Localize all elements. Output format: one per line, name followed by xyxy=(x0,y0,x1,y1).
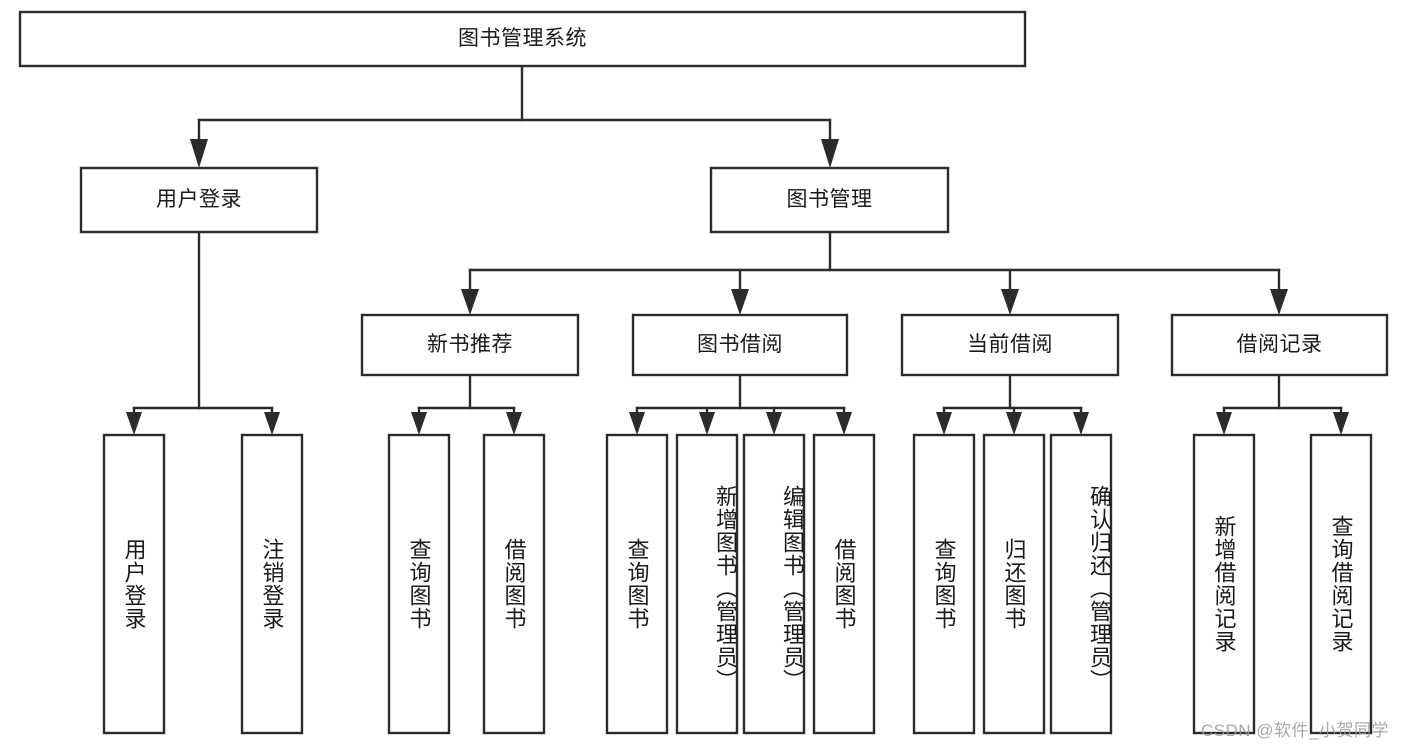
node-box-leaf-add-book[interactable] xyxy=(675,433,739,735)
csdn-watermark: CSDN @软件_小贺同学 xyxy=(1200,721,1389,740)
arrow-head-leaf-query-borrow-record xyxy=(1333,412,1349,435)
arrow-head-new-book-recommend xyxy=(461,289,479,315)
arrow-head-book-borrow xyxy=(731,289,749,315)
node-box-current-borrow[interactable] xyxy=(900,313,1120,377)
arrow-head-leaf-query-book-3 xyxy=(936,412,952,435)
arrow-head-leaf-logout-login xyxy=(264,412,280,435)
arrow-head-user-login xyxy=(190,139,208,168)
arrow-head-borrow-record xyxy=(1270,289,1288,315)
connector-group-bookmgmt-to-level3 xyxy=(461,230,1288,315)
arrow-head-current-borrow xyxy=(1001,289,1019,315)
node-box-leaf-edit-book[interactable] xyxy=(742,433,806,735)
arrow-head-book-management xyxy=(821,139,839,168)
arrow-head-leaf-confirm-return xyxy=(1073,412,1089,435)
arrow-head-leaf-user-login xyxy=(126,412,142,435)
node-box-leaf-borrow-book-2[interactable] xyxy=(812,433,876,735)
connector-group-root-to-level2 xyxy=(190,64,839,168)
arrow-head-leaf-query-book-2 xyxy=(629,412,645,435)
arrow-head-leaf-return-book xyxy=(1006,412,1022,435)
connector-group-borrowrecord-to-leaves xyxy=(1216,373,1349,435)
node-box-leaf-add-borrow-record[interactable] xyxy=(1192,433,1256,735)
connector-group-bookborrow-to-leaves xyxy=(629,373,852,435)
node-box-leaf-confirm-return[interactable] xyxy=(1049,433,1113,735)
node-box-book-management[interactable] xyxy=(709,166,950,234)
node-box-user-login[interactable] xyxy=(79,166,319,234)
node-box-book-borrow[interactable] xyxy=(631,313,849,377)
arrow-head-leaf-borrow-book-2 xyxy=(836,412,852,435)
node-box-root[interactable] xyxy=(18,10,1027,68)
node-box-borrow-record[interactable] xyxy=(1170,313,1389,377)
arrow-head-leaf-add-borrow-record xyxy=(1216,412,1232,435)
connector-group-newbook-to-leaves xyxy=(411,373,522,435)
node-box-leaf-query-book-2[interactable] xyxy=(605,433,669,735)
node-box-leaf-logout-login[interactable] xyxy=(240,433,304,735)
node-box-leaf-query-borrow-record[interactable] xyxy=(1309,433,1373,735)
arrow-head-leaf-query-book-1 xyxy=(411,412,427,435)
node-box-leaf-user-login[interactable] xyxy=(102,433,166,735)
node-box-leaf-borrow-book-1[interactable] xyxy=(482,433,546,735)
node-box-leaf-query-book-1[interactable] xyxy=(387,433,451,735)
arrow-head-leaf-add-book xyxy=(699,412,715,435)
node-box-leaf-return-book[interactable] xyxy=(982,433,1046,735)
connector-group-userlogin-to-leaves xyxy=(126,230,280,435)
arrow-head-leaf-borrow-book-1 xyxy=(506,412,522,435)
arrow-head-leaf-edit-book xyxy=(766,412,782,435)
connector-group-currentborrow-to-leaves xyxy=(936,373,1089,435)
node-box-leaf-query-book-3[interactable] xyxy=(912,433,976,735)
node-box-new-book-recommend[interactable] xyxy=(360,313,580,377)
